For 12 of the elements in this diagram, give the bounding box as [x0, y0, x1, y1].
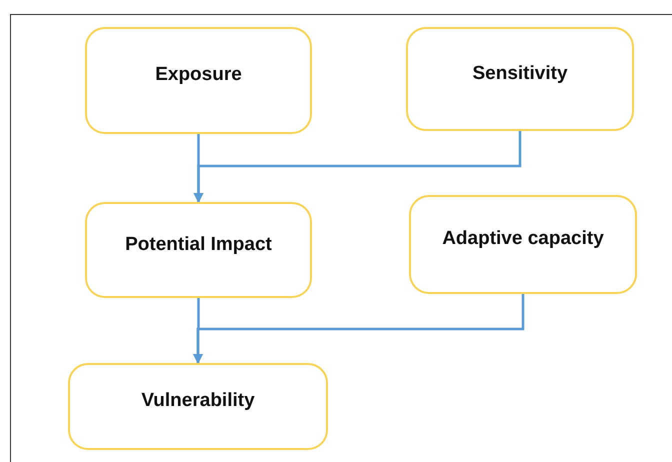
box-label: Potential Impact — [125, 234, 272, 256]
process-box — [85, 202, 312, 298]
box-label: Vulnerability — [141, 390, 255, 413]
process-box — [85, 27, 312, 134]
box-label: Sensitivity — [472, 62, 568, 86]
process-box — [409, 195, 637, 294]
process-box — [68, 363, 328, 450]
box-label: Exposure — [155, 64, 242, 87]
connector-arrow — [194, 131, 522, 203]
box-label: Adaptive capacity — [442, 228, 604, 251]
connector-arrow — [193, 294, 524, 364]
process-box — [406, 27, 634, 131]
